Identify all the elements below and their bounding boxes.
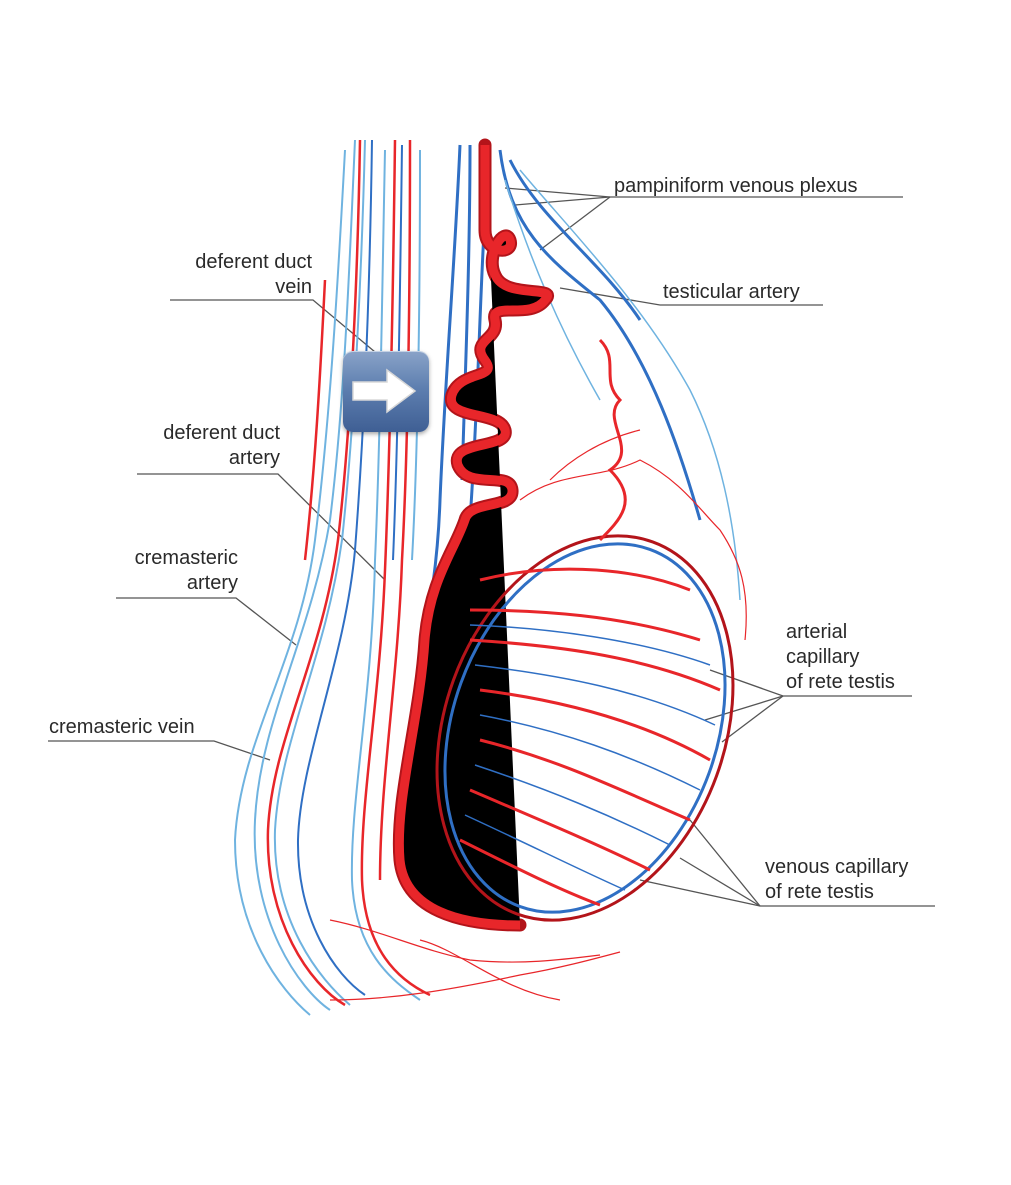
label-line: cremasteric bbox=[134, 547, 238, 569]
label-pampiniform: pampiniform venous plexus bbox=[614, 175, 858, 197]
rete-veins bbox=[464, 624, 716, 891]
label-testicular-artery: testicular artery bbox=[663, 281, 800, 303]
label-line: deferent duct bbox=[163, 422, 280, 444]
next-button[interactable] bbox=[343, 351, 429, 432]
label-line: capillary bbox=[786, 646, 860, 668]
leader-cremasteric-vein bbox=[48, 740, 271, 761]
arrow-right-icon bbox=[352, 368, 417, 414]
leader-deferent-duct-artery bbox=[137, 473, 386, 581]
label-line: of rete testis bbox=[765, 881, 874, 903]
rete-arteries bbox=[459, 338, 721, 907]
leader-lines bbox=[48, 187, 935, 907]
label-line: artery bbox=[186, 572, 238, 594]
label-line: arterial bbox=[786, 621, 848, 643]
label-deferent-duct-artery: deferent duct artery bbox=[120, 421, 280, 471]
label-line: deferent duct bbox=[195, 251, 312, 273]
cremasteric-veins bbox=[233, 139, 421, 1016]
label-line: venous capillary bbox=[765, 856, 909, 878]
capillary-branches bbox=[329, 429, 747, 1001]
label-line: artery bbox=[228, 447, 280, 469]
deferent-arteries bbox=[266, 139, 431, 1007]
label-venous-capillary: venous capillary of rete testis bbox=[765, 855, 908, 905]
leader-cremasteric-artery bbox=[116, 597, 297, 646]
testis bbox=[435, 534, 735, 922]
label-line: of rete testis bbox=[786, 671, 895, 693]
label-arterial-capillary: arterial capillary of rete testis bbox=[786, 620, 895, 695]
label-cremasteric-vein: cremasteric vein bbox=[49, 716, 195, 738]
label-cremasteric-artery: cremasteric artery bbox=[100, 546, 238, 596]
label-deferent-duct-vein: deferent duct vein bbox=[150, 250, 312, 300]
label-line: vein bbox=[275, 276, 312, 298]
